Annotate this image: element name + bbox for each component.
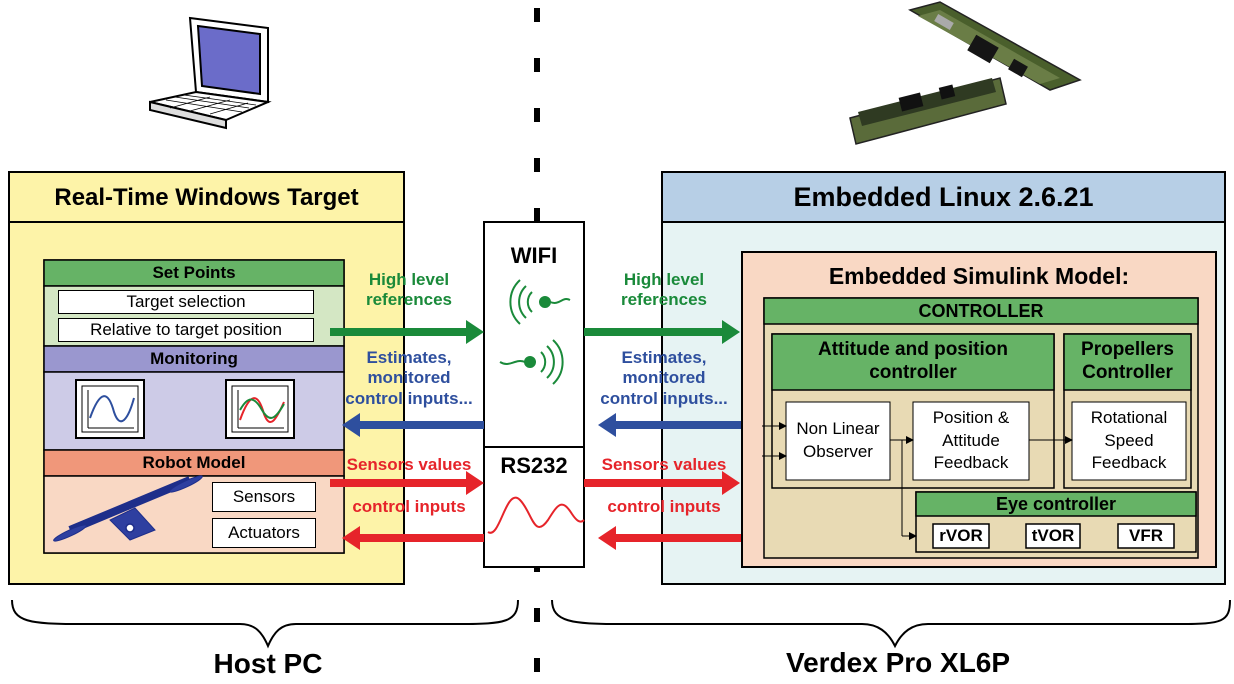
embedded-panel-title: Embedded Linux 2.6.21 bbox=[793, 181, 1094, 212]
high-level-line-2: references bbox=[620, 290, 707, 310]
wifi-label: WIFI bbox=[510, 243, 558, 268]
vfr-block[interactable]: VFR bbox=[1129, 526, 1163, 545]
propellers-title-line-2: Controller bbox=[1082, 362, 1173, 383]
signal-lines bbox=[762, 422, 1073, 540]
rvor-block[interactable]: rVOR bbox=[939, 526, 983, 545]
robot-model-title: Robot Model bbox=[142, 453, 246, 472]
comm-box bbox=[483, 221, 585, 568]
speed-line-3: Feedback bbox=[1091, 453, 1167, 473]
speed-line-2: Speed bbox=[1104, 430, 1154, 450]
speed-line-1: Rotational bbox=[1090, 407, 1168, 427]
host-brace bbox=[11, 599, 519, 649]
estimates-line-1: Estimates, bbox=[621, 348, 707, 367]
monitoring-title: Monitoring bbox=[150, 349, 238, 368]
device-brace bbox=[551, 599, 1231, 649]
sensors-values-label-left: Sensors values bbox=[346, 455, 472, 474]
quadrotor-icon bbox=[53, 475, 203, 542]
control-inputs-label-right: control inputs bbox=[607, 497, 721, 516]
eye-controller-title: Eye controller bbox=[995, 493, 1117, 514]
estimates-line-3: control inputs... bbox=[600, 388, 728, 408]
wifi-antenna-icon bbox=[499, 279, 571, 385]
high-level-line-1: High level bbox=[368, 270, 450, 289]
feedback-line-2: Attitude bbox=[942, 430, 1000, 450]
estimates-line-3: control inputs... bbox=[345, 388, 473, 408]
host-panel-title: Real-Time Windows Target bbox=[54, 184, 359, 211]
arrow-sensors-left bbox=[330, 471, 484, 495]
high-level-label-left: High level references bbox=[334, 270, 484, 311]
arrow-high-level-left bbox=[330, 320, 484, 344]
arrow-estimates-right bbox=[598, 413, 742, 437]
feedback-line-1: Position & bbox=[932, 407, 1010, 427]
controller-title: CONTROLLER bbox=[918, 300, 1044, 321]
simulink-model-title: Embedded Simulink Model: bbox=[828, 262, 1130, 289]
sensors-block[interactable]: Sensors bbox=[212, 482, 316, 512]
relative-target-item[interactable]: Relative to target position bbox=[58, 318, 314, 342]
sensors-values-label-right: Sensors values bbox=[601, 455, 727, 474]
high-level-line-2: references bbox=[365, 290, 452, 310]
estimates-label-right: Estimates, monitored control inputs... bbox=[588, 348, 740, 409]
control-inputs-label-left: control inputs bbox=[352, 497, 466, 516]
rs232-label: RS232 bbox=[500, 453, 568, 478]
circuit-board-image bbox=[849, 1, 1082, 145]
arrow-high-level-right bbox=[584, 320, 740, 344]
propellers-controller-title: Propellers Controller bbox=[1064, 334, 1191, 390]
observer-line-1: Non Linear bbox=[796, 419, 880, 439]
attitude-title-line-2: controller bbox=[869, 362, 957, 383]
estimates-line-2: monitored bbox=[622, 368, 706, 388]
high-level-label-right: High level references bbox=[588, 270, 740, 311]
estimates-line-1: Estimates, bbox=[366, 348, 452, 367]
laptop-icon bbox=[149, 16, 272, 130]
arrow-control-left bbox=[342, 526, 484, 550]
speed-feedback-block[interactable]: Rotational Speed Feedback bbox=[1072, 402, 1186, 480]
observer-block[interactable]: Non Linear Observer bbox=[786, 402, 890, 480]
scope-icon-2 bbox=[225, 379, 295, 439]
feedback-line-3: Feedback bbox=[933, 453, 1009, 473]
arrow-control-right bbox=[598, 526, 742, 550]
set-points-title: Set Points bbox=[152, 263, 236, 282]
device-footer: Verdex Pro XL6P bbox=[785, 647, 1011, 678]
arrow-estimates-left bbox=[342, 413, 484, 437]
scope-icon-1 bbox=[75, 379, 145, 439]
attitude-feedback-block[interactable]: Position & Attitude Feedback bbox=[913, 402, 1029, 480]
attitude-title-line-1: Attitude and position bbox=[818, 339, 1008, 361]
attitude-controller-title: Attitude and position controller bbox=[772, 334, 1054, 390]
host-footer: Host PC bbox=[213, 648, 323, 679]
target-selection-item[interactable]: Target selection bbox=[58, 290, 314, 314]
arrow-sensors-right bbox=[584, 471, 740, 495]
estimates-line-2: monitored bbox=[367, 368, 451, 388]
propellers-title-line-1: Propellers bbox=[1081, 339, 1174, 361]
tvor-block[interactable]: tVOR bbox=[1031, 526, 1075, 545]
observer-line-2: Observer bbox=[803, 442, 873, 461]
high-level-line-1: High level bbox=[623, 270, 705, 289]
actuators-block[interactable]: Actuators bbox=[212, 518, 316, 548]
estimates-label-left: Estimates, monitored control inputs... bbox=[334, 348, 484, 409]
rs232-signal-icon bbox=[487, 496, 585, 534]
